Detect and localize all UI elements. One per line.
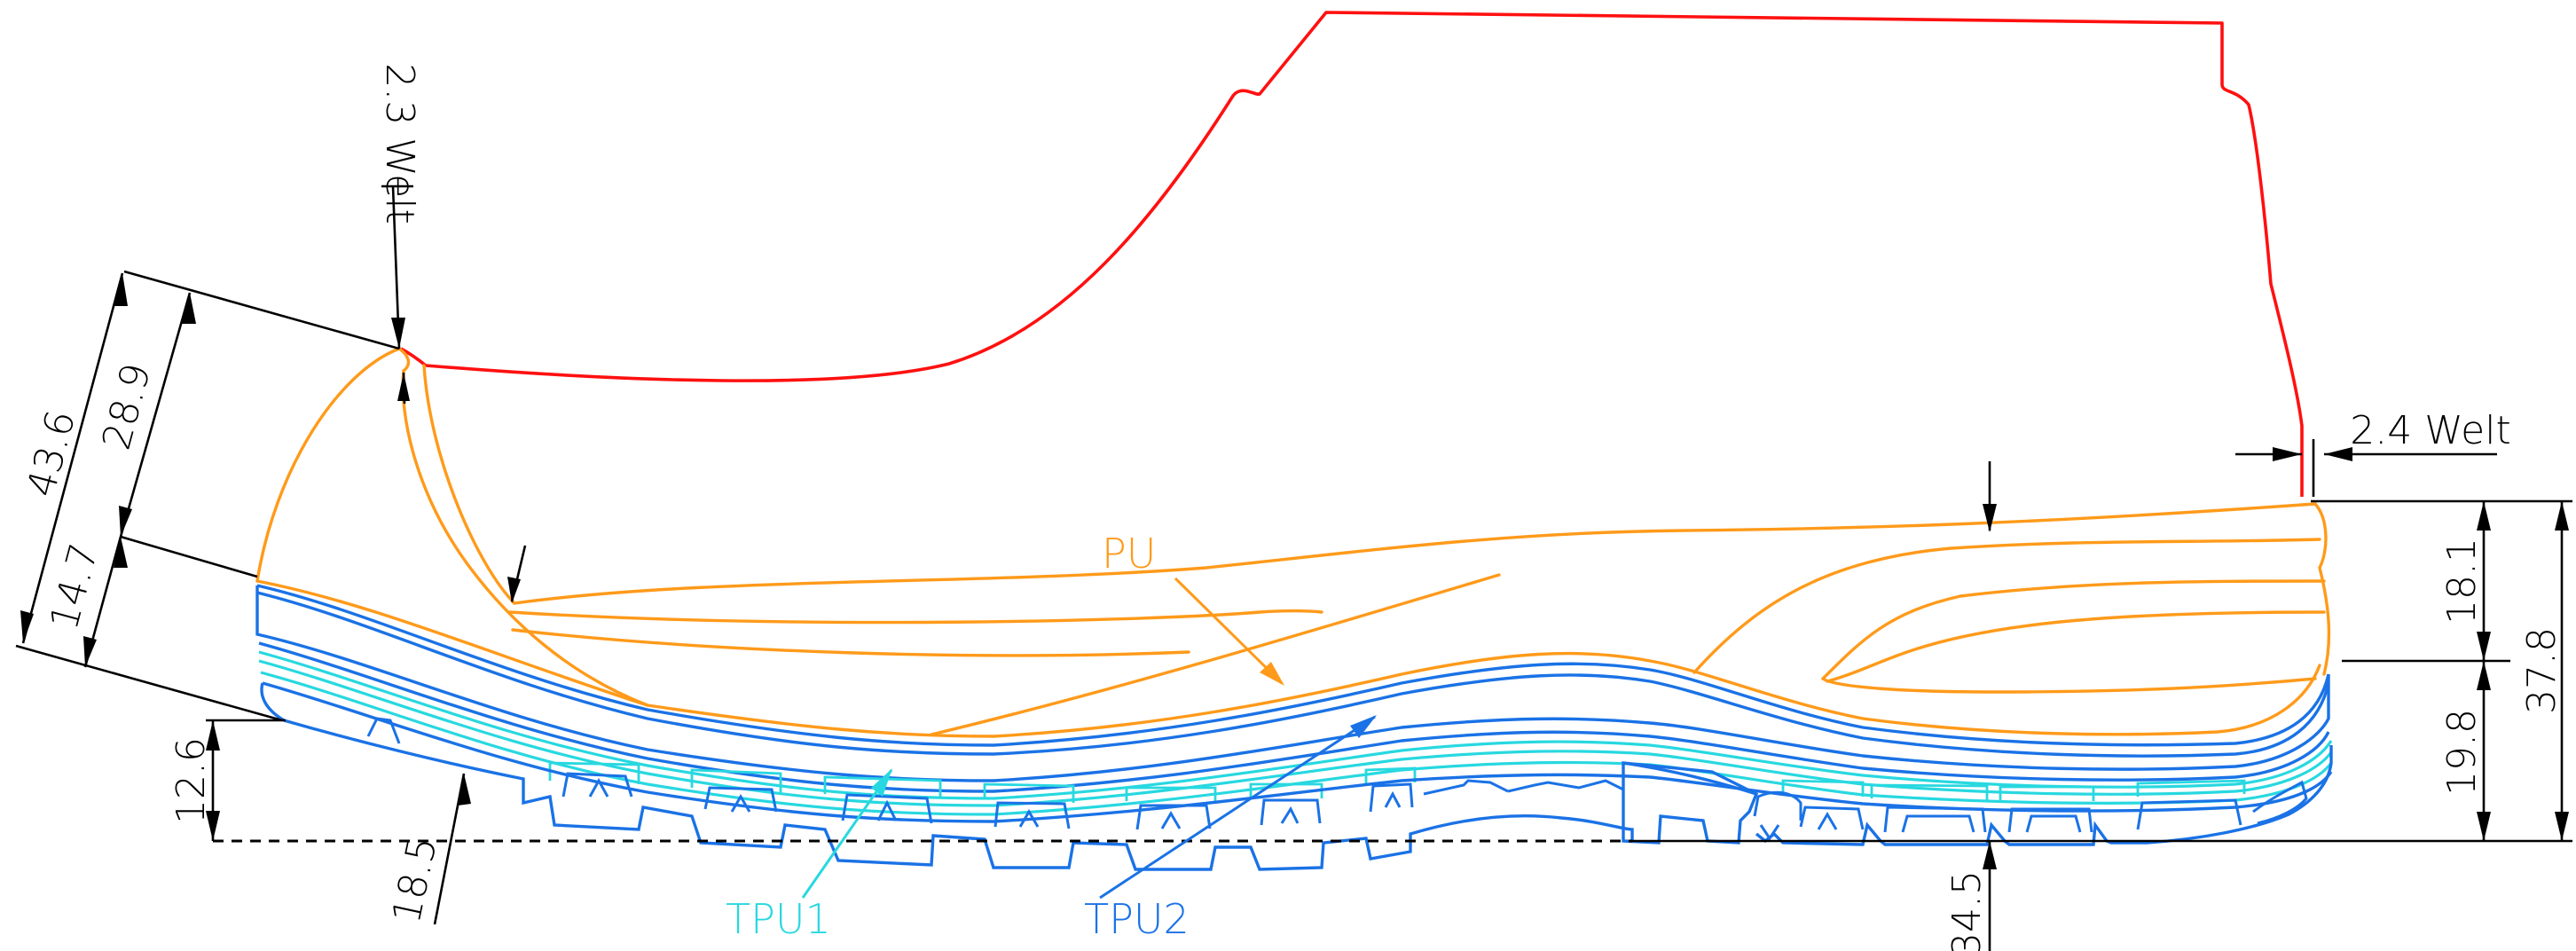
toe-lower-height-label: 19.8 (2439, 709, 2485, 796)
heel-upper-height-label: 28.9 (94, 358, 161, 454)
toe-upper-height-label: 18.1 (2439, 538, 2485, 625)
toe-dimensions (1983, 439, 2572, 951)
tpu2-layer (255, 584, 2330, 793)
tpu2-material-label: TPU2 (1084, 895, 1190, 943)
toe-total-height-label: 37.8 (2519, 627, 2564, 714)
heel-sole-height-label: 12.6 (169, 737, 214, 824)
tpu1-material-label: TPU1 (726, 895, 831, 943)
outsole-tread-layer (260, 681, 2333, 871)
pu-midsole-layer (255, 347, 2331, 738)
boot-upper-outline (400, 11, 2304, 497)
toe-bottom-label: 34.5 (1944, 870, 1990, 951)
pu-material-label: PU (1102, 530, 1156, 578)
welt-toe-label: 2.4 Welt (2350, 408, 2510, 453)
tpu1-layer (258, 650, 2333, 816)
heel-total-height-label: 43.6 (19, 405, 85, 501)
heel-dimensions (15, 185, 527, 925)
welt-heel-label: 2.3 Welt (377, 63, 422, 224)
